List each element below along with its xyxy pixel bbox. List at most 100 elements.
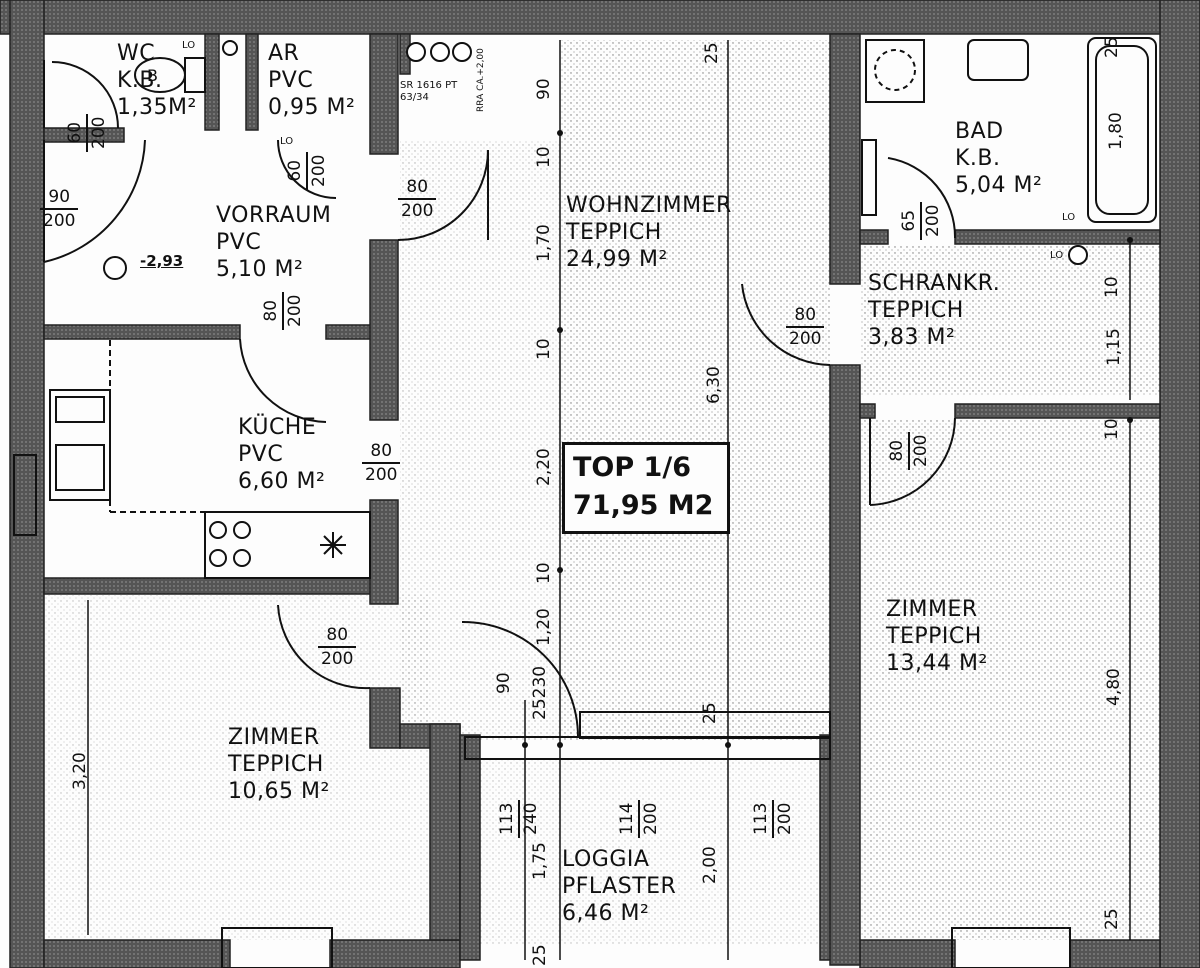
room-vorraum-floor: PVC — [216, 230, 262, 255]
dim-col-175: 1,75 — [530, 842, 550, 880]
door-kueche-h: 200 — [365, 465, 398, 485]
dim-col-90: 90 — [534, 78, 554, 100]
schrank-fill — [860, 245, 1160, 395]
room-zimmer-left-area: 10,65 M² — [228, 779, 330, 804]
dim-bath-180: 1,80 — [1106, 112, 1126, 150]
door-vorraum-inner: 80 200 — [260, 291, 306, 330]
door-loggia-right-h: 200 — [775, 802, 795, 835]
door-bad-w: 65 — [898, 201, 922, 240]
door-schrank-h: 200 — [789, 329, 822, 349]
dim-col-10a: 10 — [534, 146, 554, 168]
room-zimmer-left-name: ZIMMER — [228, 725, 320, 750]
room-wc-area: 1,35M² — [117, 95, 197, 120]
door-loggia-right-w: 113 — [750, 799, 774, 838]
hall-fill — [400, 140, 560, 740]
dim-col-630: 6,30 — [704, 366, 724, 404]
door-schrank: 80 200 — [786, 304, 825, 350]
room-bad-name: BAD — [955, 119, 1004, 144]
room-wohnzimmer-name: WOHNZIMMER — [566, 193, 732, 218]
door-entry-h: 200 — [43, 211, 76, 231]
wohnzimmer-fill — [560, 40, 830, 740]
dim-right-115: 1,15 — [1104, 328, 1124, 366]
annotation-lo-4: LO — [1050, 250, 1064, 261]
door-bad: 65 200 — [898, 201, 944, 240]
unit-area: 71,95 M2 — [573, 490, 714, 521]
room-kueche: KÜCHE PVC 6,60 M² — [238, 414, 325, 495]
annotation-lo-3: LO — [1062, 212, 1076, 223]
door-entry: 90 200 — [40, 186, 79, 232]
dim-col-25-mid: 25 — [700, 702, 720, 724]
dim-col-120: 1,20 — [534, 608, 554, 646]
door-ar: 60 200 — [284, 151, 330, 190]
room-ar-name: AR — [268, 41, 300, 66]
door-wc-w: 60 — [64, 113, 88, 152]
annotation-lo-2: LO — [280, 136, 294, 147]
room-zimmer-left-floor: TEPPICH — [228, 752, 324, 777]
dim-right-10: 10 — [1102, 276, 1122, 298]
annotation-rra: RRA CA.+2,00 — [476, 48, 486, 112]
room-loggia-name: LOGGIA — [562, 847, 650, 872]
room-schrankraum-area: 3,83 M² — [868, 325, 956, 350]
room-vorraum-name: VORRAUM — [216, 203, 332, 228]
loggia-fill — [470, 760, 830, 945]
dim-col-25-230: 25230 — [530, 665, 550, 720]
zimmer-right-fill — [860, 420, 1160, 940]
door-wohn-w: 80 — [398, 176, 437, 200]
level-mark: -2,93 — [140, 252, 184, 270]
room-wc-floor: K.B. — [117, 68, 163, 93]
door-loggia-left-h: 240 — [521, 802, 541, 835]
door-loggia-mid: 114 200 — [616, 799, 662, 838]
dim-left-320: 3,20 — [70, 752, 90, 790]
room-zimmer-right-area: 13,44 M² — [886, 651, 988, 676]
dim-right-10b: 10 — [1102, 418, 1122, 440]
fixtures — [13, 37, 1157, 968]
door-schrank-w: 80 — [786, 304, 825, 328]
dim-col-200: 2,00 — [700, 846, 720, 884]
door-loggia-mid-h: 200 — [641, 802, 661, 835]
room-schrankraum: SCHRANKR. TEPPICH 3,83 M² — [868, 270, 1000, 351]
unit-label-box: TOP 1/6 71,95 M2 — [562, 442, 730, 534]
dim-right-25b: 25 — [1102, 908, 1122, 930]
room-bad-floor: K.B. — [955, 146, 1001, 171]
door-schrank-lower-h: 200 — [911, 434, 931, 467]
room-zimmer-right: ZIMMER TEPPICH 13,44 M² — [886, 596, 988, 677]
dim-right-480: 4,80 — [1104, 668, 1124, 706]
room-wohnzimmer-floor: TEPPICH — [566, 220, 662, 245]
door-loggia-mid-w: 114 — [616, 799, 640, 838]
room-ar: AR PVC 0,95 M² — [268, 40, 355, 121]
room-wohnzimmer-area: 24,99 M² — [566, 247, 668, 272]
dim-col-170: 1,70 — [534, 224, 554, 262]
door-loggia-left-w: 113 — [496, 799, 520, 838]
room-bad: BAD K.B. 5,04 M² — [955, 118, 1042, 199]
dim-col-25-top: 25 — [702, 42, 722, 64]
unit-label: TOP 1/6 — [573, 452, 691, 483]
door-loggia-left: 113 240 — [496, 799, 542, 838]
door-zimmer-left-w: 80 — [318, 624, 357, 648]
door-entry-w: 90 — [40, 186, 79, 210]
room-kueche-floor: PVC — [238, 442, 284, 467]
room-vorraum-area: 5,10 M² — [216, 257, 304, 282]
door-vorraum-inner-h: 200 — [285, 294, 305, 327]
dim-col-25-bot: 25 — [530, 944, 550, 966]
door-ar-w: 60 — [284, 151, 308, 190]
dim-col-10c: 10 — [534, 562, 554, 584]
room-loggia: LOGGIA PFLASTER 6,46 M² — [562, 846, 676, 927]
door-ar-h: 200 — [309, 154, 329, 187]
room-zimmer-right-floor: TEPPICH — [886, 624, 982, 649]
room-loggia-area: 6,46 M² — [562, 901, 650, 926]
annotation-wc-b: B — [147, 66, 158, 85]
room-schrankraum-name: SCHRANKR. — [868, 271, 1001, 296]
room-zimmer-right-name: ZIMMER — [886, 597, 978, 622]
door-wohn-h: 200 — [401, 201, 434, 221]
room-ar-area: 0,95 M² — [268, 95, 356, 120]
room-wohnzimmer: WOHNZIMMER TEPPICH 24,99 M² — [566, 192, 732, 273]
dim-col-220: 2,20 — [534, 448, 554, 486]
door-kueche-w: 80 — [362, 440, 401, 464]
room-loggia-floor: PFLASTER — [562, 874, 677, 899]
annotation-lo-1: LO — [182, 40, 196, 51]
room-schrankraum-floor: TEPPICH — [868, 298, 964, 323]
door-schrank-lower-w: 80 — [886, 431, 910, 470]
